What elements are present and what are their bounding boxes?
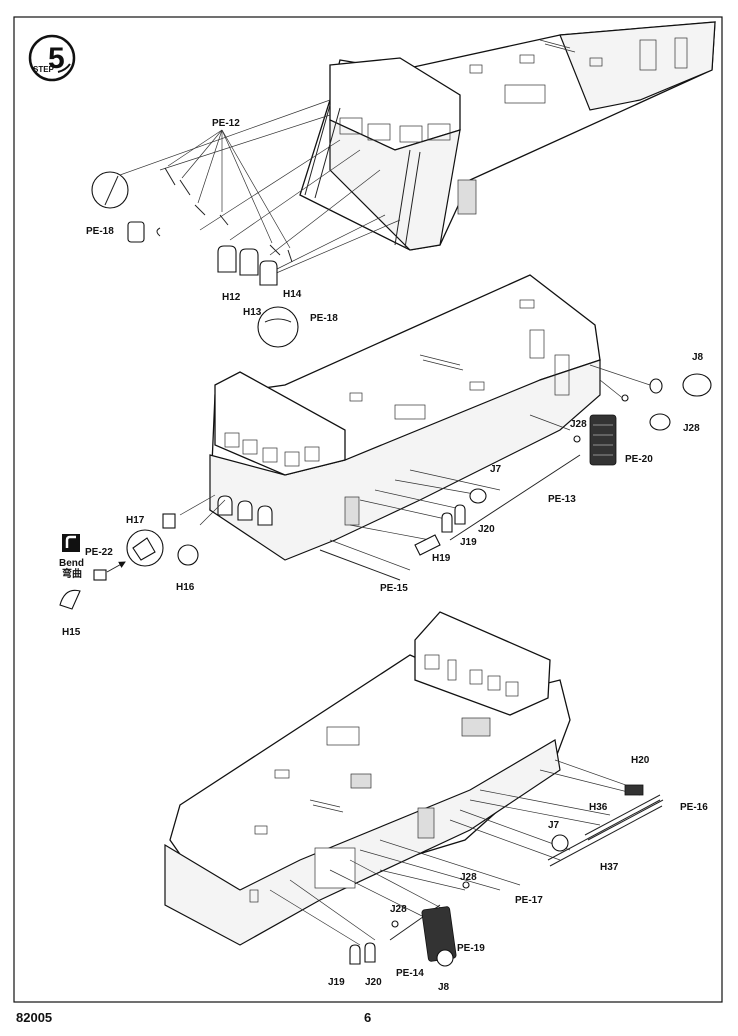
label-j28-b: J28 <box>570 419 587 430</box>
part-labels: PE-12 PE-18 H12 H13 H14 PE-18 J8 J28 J28… <box>59 118 708 993</box>
diagram-top <box>91 21 716 348</box>
label-j20: J20 <box>478 524 495 535</box>
step-label: STEP <box>33 65 55 74</box>
label-bend: Bend <box>59 558 84 569</box>
label-j19: J19 <box>460 537 477 548</box>
diagram-middle <box>59 274 712 610</box>
label-j20-b: J20 <box>365 977 382 988</box>
label-j8: J8 <box>692 352 704 363</box>
footer-code: 82005 <box>16 1010 52 1025</box>
label-j19-b: J19 <box>328 977 345 988</box>
label-j7: J7 <box>490 464 502 475</box>
label-h12: H12 <box>222 292 241 303</box>
label-pe12: PE-12 <box>212 118 240 129</box>
label-h14: H14 <box>283 289 302 300</box>
label-j28: J28 <box>683 423 700 434</box>
label-pe18: PE-18 <box>86 226 114 237</box>
label-pe20: PE-20 <box>625 454 653 465</box>
label-h19: H19 <box>432 553 451 564</box>
label-pe17: PE-17 <box>515 895 543 906</box>
label-h37: H37 <box>600 862 619 873</box>
step-number: 5 <box>48 42 65 75</box>
label-j8-b: J8 <box>438 982 450 993</box>
step-badge: 5 STEP <box>28 34 76 82</box>
page-border <box>13 16 723 1003</box>
label-h17: H17 <box>126 515 145 526</box>
page-number: 6 <box>364 1010 371 1025</box>
label-pe14: PE-14 <box>396 968 424 979</box>
label-h20: H20 <box>631 755 650 766</box>
diagram-bottom <box>164 611 664 967</box>
label-pe22: PE-22 <box>85 547 113 558</box>
label-j28-d: J28 <box>390 904 407 915</box>
label-h16: H16 <box>176 582 195 593</box>
label-h36: H36 <box>589 802 608 813</box>
label-h15: H15 <box>62 627 81 638</box>
label-bend-cn: 弯曲 <box>62 567 82 580</box>
label-h13: H13 <box>243 307 262 318</box>
label-pe13: PE-13 <box>548 494 576 505</box>
label-pe19: PE-19 <box>457 943 485 954</box>
label-pe18-b: PE-18 <box>310 313 338 324</box>
label-pe16: PE-16 <box>680 802 708 813</box>
label-pe15: PE-15 <box>380 583 408 594</box>
label-j7-b: J7 <box>548 820 560 831</box>
label-j28-c: J28 <box>460 872 477 883</box>
